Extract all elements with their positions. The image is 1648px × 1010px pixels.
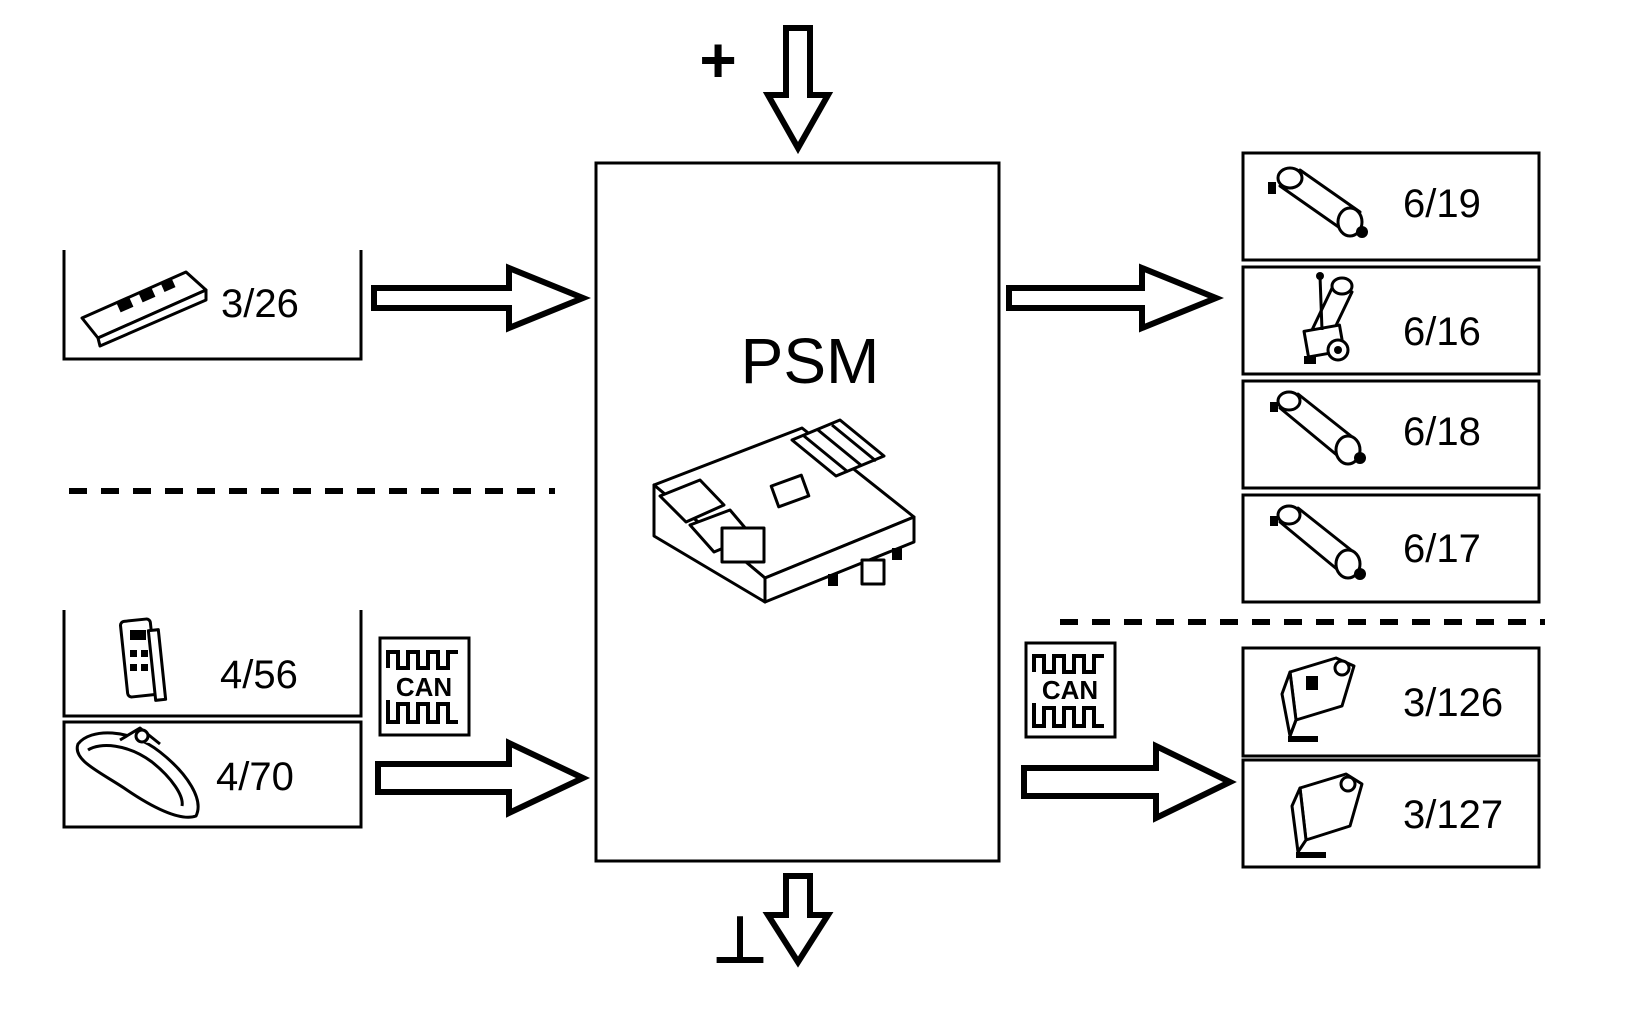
remote-key-icon [119, 617, 168, 702]
output-label-6-16: 6/16 [1403, 310, 1481, 354]
output-label-6-19: 6/19 [1403, 182, 1481, 226]
can-label-right: CAN [1042, 675, 1098, 705]
output-6-18[interactable]: 6/18 [1241, 379, 1541, 490]
can-arrow-left [375, 738, 591, 818]
can-bus-right: CAN [1024, 641, 1117, 739]
output-6-17[interactable]: 6/17 [1241, 493, 1541, 604]
can-arrow-right [1021, 741, 1237, 823]
power-plus-arrow [762, 25, 834, 155]
can-bus-left: CAN [378, 636, 471, 737]
input-4-70[interactable]: 4/70 [62, 720, 363, 829]
output-box-6-16[interactable] [1241, 265, 1541, 376]
output-label-6-18: 6/18 [1403, 410, 1481, 454]
can-wave-bottom-left [386, 700, 458, 724]
control-unit-icon [652, 418, 916, 604]
switch-block-icon [80, 270, 208, 348]
can-badge-right [1024, 641, 1117, 739]
plus-symbol: + [699, 24, 736, 96]
can-wave-bottom-right [1032, 703, 1104, 728]
rear-view-mirror-icon [75, 726, 200, 819]
input-label-3-26: 3/26 [221, 282, 299, 326]
can-badge-left [378, 636, 471, 737]
motor-icon [1268, 166, 1368, 238]
psm-module[interactable]: PSM [594, 161, 1001, 863]
power-ground-arrow [762, 873, 834, 968]
input-box-4-56[interactable] [62, 610, 363, 718]
power-ground-output: ⊥ [712, 873, 834, 976]
input-3-26[interactable]: 3/26 [62, 250, 363, 361]
input-4-56[interactable]: 4/56 [62, 610, 363, 718]
input-arrow-3-26 [371, 263, 591, 333]
output-arrow-motors [1006, 263, 1224, 333]
power-plus-input: + [699, 24, 834, 155]
switch-module-icon [1290, 772, 1364, 858]
motor-icon [1270, 390, 1366, 466]
output-3-127[interactable]: 3/127 [1241, 758, 1541, 869]
can-wave-top-left [386, 650, 458, 670]
can-wave-top-right [1032, 654, 1104, 674]
psm-module-title: PSM [741, 325, 880, 397]
output-label-6-17: 6/17 [1403, 527, 1481, 571]
output-3-126[interactable]: 3/126 [1241, 646, 1541, 758]
output-6-16[interactable]: 6/16 [1241, 265, 1541, 376]
input-box-3-26[interactable] [62, 250, 363, 361]
switch-module-icon [1280, 656, 1356, 742]
input-label-4-70: 4/70 [216, 755, 294, 799]
ground-symbol: ⊥ [712, 904, 768, 976]
motor-with-sensor-icon [1302, 272, 1354, 364]
can-label-left: CAN [396, 672, 452, 702]
output-6-19[interactable]: 6/19 [1241, 151, 1541, 262]
output-label-3-127: 3/127 [1403, 793, 1503, 837]
motor-icon [1270, 504, 1366, 580]
output-label-3-126: 3/126 [1403, 681, 1503, 725]
input-label-4-56: 4/56 [220, 653, 298, 697]
